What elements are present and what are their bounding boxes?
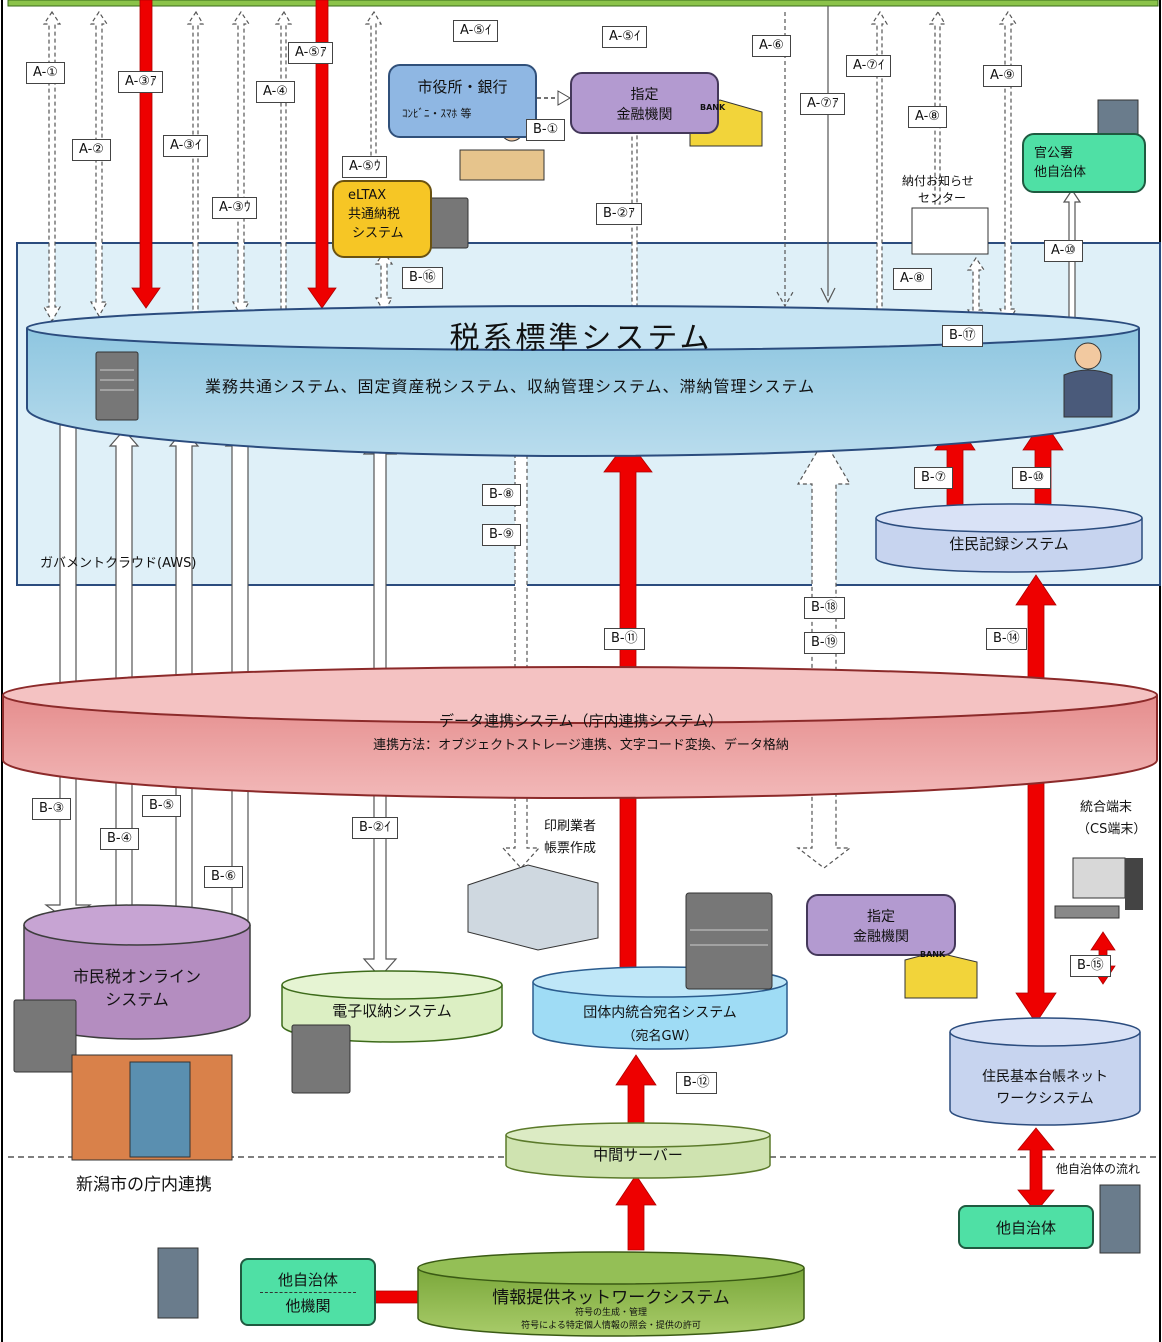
label-a-1: A-① xyxy=(26,62,65,84)
city-office-box: 市役所・銀行 ｺﾝﾋﾞﾆ・ｽﾏﾎ 等 xyxy=(388,64,537,138)
label-a-9: A-⑨ xyxy=(983,65,1022,87)
address-gw-line1: 団体内統合宛名システム xyxy=(583,1005,737,1021)
label-a-5i-right: A-⑤ｲ xyxy=(602,26,648,48)
label-b-9: B-⑨ xyxy=(482,524,522,546)
info-network-title: 情報提供ネットワークシステム xyxy=(492,1288,730,1308)
server-icon xyxy=(13,197,773,1094)
label-b-7: B-⑦ xyxy=(914,467,954,489)
label-a-3u: A-③ｳ xyxy=(212,197,258,219)
other-municipality-org-box: 他自治体 他機関 xyxy=(240,1258,376,1326)
data-linkage-title: データ連携システム（庁内連携システム） xyxy=(438,712,724,730)
label-a-8-top: A-⑧ xyxy=(908,106,947,128)
designated-bank-bottom-box: 指定 金融機関 xyxy=(806,894,956,956)
data-linkage-subtitle: 連携方法：オブジェクトストレージ連携、文字コード変換、データ格納 xyxy=(373,738,789,753)
label-b-3: B-③ xyxy=(32,798,72,820)
label-a-7i: A-⑦ｲ xyxy=(846,55,892,77)
middle-server-label: 中間サーバー xyxy=(593,1146,683,1164)
printer-line1: 印刷業者 xyxy=(544,819,597,834)
bank-bottom-line1: 指定 xyxy=(867,909,895,925)
juki-net-line2: ワークシステム xyxy=(996,1091,1094,1107)
bank-bottom-sign: BANK xyxy=(920,950,946,959)
label-b-2a: B-②ｱ xyxy=(596,203,642,225)
label-a-4: A-④ xyxy=(256,81,295,103)
shimin-online-line2: システム xyxy=(105,990,169,1009)
label-a-6: A-⑥ xyxy=(752,35,791,57)
city-office-line1: 市役所・銀行 xyxy=(417,78,508,96)
gov-line1: 官公署 xyxy=(1034,146,1074,161)
label-a-3a: A-③ｱ xyxy=(118,71,164,93)
printer-line2: 帳票作成 xyxy=(544,841,597,856)
other-org-line1: 他自治体 xyxy=(277,1271,338,1289)
e-payment-label: 電子収納システム xyxy=(332,1002,452,1020)
city-office-line2: ｺﾝﾋﾞﾆ・ｽﾏﾎ 等 xyxy=(402,107,472,120)
bank-bottom-line2: 金融機関 xyxy=(853,929,909,945)
label-a-5u: A-⑤ｳ xyxy=(342,156,388,178)
label-b-10: B-⑩ xyxy=(1012,467,1052,489)
niigata-label: 新潟市の庁内連携 xyxy=(76,1175,212,1195)
label-b-19: B-⑲ xyxy=(804,632,845,654)
cloud-label: ガバメントクラウド(AWS) xyxy=(40,556,197,571)
label-a-8-bottom: A-⑧ xyxy=(893,268,932,290)
other-flow-label: 他自治体の流れ xyxy=(1056,1162,1141,1176)
eltax-box: eLTAX 共通納税 システム xyxy=(332,180,432,258)
info-network-sub2: 符号による特定個人情報の照会・提供の許可 xyxy=(521,1321,701,1331)
label-b-5: B-⑤ xyxy=(142,795,182,817)
label-a-2: A-② xyxy=(72,139,111,161)
eltax-line2: 共通納税 xyxy=(348,207,401,222)
label-b-11: B-⑪ xyxy=(604,628,645,650)
terminal-line2: （CS端末） xyxy=(1077,822,1147,837)
label-b-2i: B-②ｲ xyxy=(352,817,398,839)
notice-center-line1: 納付お知らせ xyxy=(902,174,974,188)
label-b-14: B-⑭ xyxy=(986,628,1027,650)
label-b-18: B-⑱ xyxy=(804,597,845,619)
bank-top-sign: BANK xyxy=(700,103,726,112)
label-a-3i: A-③ｲ xyxy=(163,135,209,157)
shimin-online-line1: 市民税オンライン xyxy=(72,967,201,986)
label-b-4: B-④ xyxy=(100,828,140,850)
other-municipality-box: 他自治体 xyxy=(958,1205,1094,1249)
label-a-5a: A-⑤ｱ xyxy=(288,42,334,64)
label-b-12: B-⑫ xyxy=(676,1072,717,1094)
label-b-15: B-⑮ xyxy=(1070,955,1111,977)
eltax-line1: eLTAX xyxy=(348,188,387,203)
label-a-7a: A-⑦ｱ xyxy=(800,93,846,115)
resident-record-label: 住民記録システム xyxy=(949,535,1069,553)
gov-line2: 他自治体 xyxy=(1034,165,1087,180)
notice-center-line2: センター xyxy=(918,191,967,205)
label-a-5i-left: A-⑤ｲ xyxy=(453,20,499,42)
bank-top-line1: 指定 xyxy=(630,87,659,103)
address-gw-line2: （宛名GW） xyxy=(622,1029,698,1044)
terminal-line1: 統合端末 xyxy=(1080,800,1133,815)
eltax-line3: システム xyxy=(352,226,404,241)
other-municipality-label: 他自治体 xyxy=(995,1219,1056,1237)
label-b-16: B-⑯ xyxy=(402,267,443,289)
juki-net-line1: 住民基本台帳ネット xyxy=(982,1069,1108,1085)
label-b-6: B-⑥ xyxy=(204,866,244,888)
label-b-17: B-⑰ xyxy=(942,325,983,347)
label-a-10: A-⑩ xyxy=(1044,240,1083,262)
label-b-1: B-① xyxy=(526,119,566,141)
label-b-8: B-⑧ xyxy=(482,484,522,506)
designated-bank-top-box: 指定 金融機関 xyxy=(570,72,719,134)
info-network-sub1: 符号の生成・管理 xyxy=(574,1308,647,1318)
tax-system-subtitle: 業務共通システム、固定資産税システム、収納管理システム、滞納管理システム xyxy=(205,377,816,396)
bank-top-line2: 金融機関 xyxy=(616,107,673,123)
tax-system-title: 税系標準システム xyxy=(449,321,713,356)
government-office-box: 官公署 他自治体 xyxy=(1022,133,1146,193)
other-org-line2: 他機関 xyxy=(285,1297,331,1315)
